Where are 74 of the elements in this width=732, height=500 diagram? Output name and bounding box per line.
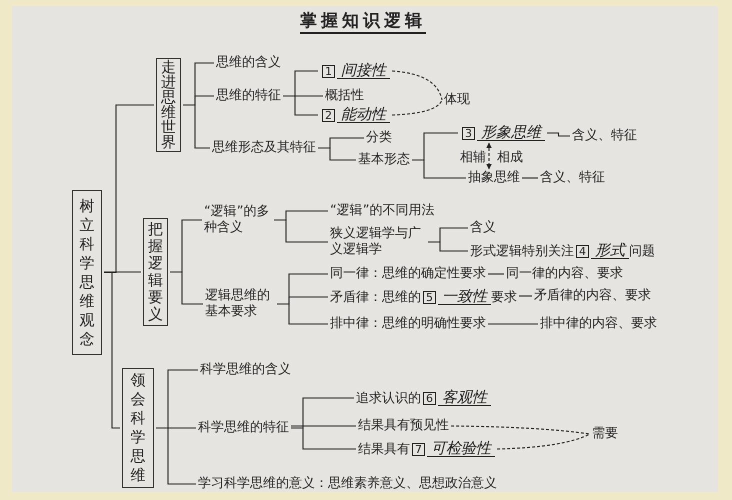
topic-text: 体现 [444, 92, 470, 108]
topic-text: “逻辑”的多种含义 [204, 204, 272, 236]
topic-text: 含义、特征 [540, 170, 605, 186]
topic-text: 含义、特征 [572, 128, 637, 144]
topic-text: 含义 [470, 220, 496, 236]
topic-box: 领会科学思维 [122, 368, 154, 488]
connector-line [412, 159, 466, 179]
title: 掌握知识逻辑 [300, 10, 426, 34]
topic-text: 科学思维的含义 [200, 362, 291, 378]
topic-text: 狭义逻辑学与广义逻辑学 [330, 226, 426, 258]
connector-line [451, 425, 590, 435]
topic-text: 学习科学思维的意义：思维素养意义、思想政治意义 [198, 476, 497, 492]
connector-line [488, 323, 538, 325]
connector-line [519, 295, 532, 297]
arrow [486, 142, 492, 170]
topic-text: 形式逻辑特别关注 [470, 244, 574, 259]
connector-line [392, 70, 443, 100]
connector-line [488, 273, 504, 275]
topic-text: 科学思维的特征 [198, 420, 289, 436]
connector-line [496, 434, 590, 450]
handwritten-answer: 间接性 [337, 62, 390, 79]
topic-text: 同一律：思维的确定性要求 [330, 266, 486, 282]
topic-text: 概括性 [325, 88, 364, 104]
topic-text: 抽象思维 [468, 170, 520, 186]
topic-text: 要求 [491, 290, 517, 305]
number-box: 4 [576, 245, 589, 258]
handwritten-answer: 客观性 [438, 389, 491, 406]
number-box: 1 [322, 65, 335, 78]
topic-text: 结果具有 [358, 442, 410, 457]
topic-text: 思维的特征 [216, 88, 281, 104]
connector-line [428, 241, 468, 252]
connector-line [156, 427, 196, 485]
connector-line [291, 425, 356, 427]
topic-text: 矛盾律的内容、要求 [534, 288, 651, 304]
topic-text: 思维的含义 [216, 55, 281, 71]
topic-text: 排中律：思维的明确性要求 [330, 316, 486, 332]
topic-box: 走进思维世界 [156, 58, 181, 152]
handwritten-answer: 能动性 [337, 106, 390, 123]
label-text: 相辅 [460, 150, 486, 166]
topic-text: 基本形态 [358, 152, 410, 168]
handwritten-answer: 一致性 [438, 288, 491, 305]
connector-line [277, 303, 328, 325]
number-box: 5 [423, 291, 436, 304]
handwritten-answer: 可检验性 [427, 440, 495, 457]
number-box: 6 [423, 392, 436, 405]
topic-text: “逻辑”的不同用法 [330, 203, 434, 219]
topic-box: 树立科学思维观念 [72, 190, 102, 355]
connector-line [283, 95, 318, 116]
topic-text: 追求认识的 [356, 391, 421, 406]
topic-box: 把握逻辑要义 [143, 218, 168, 326]
topic-text: 问题 [629, 244, 655, 259]
connector-line [547, 132, 570, 137]
connector-line [104, 271, 141, 273]
connector-line [104, 272, 120, 429]
topic-text: 分类 [366, 130, 392, 146]
handwritten-answer: 形式 [591, 242, 629, 259]
connector-line [522, 177, 538, 179]
connector-line [170, 271, 203, 305]
number-box: 2 [322, 109, 335, 122]
label-text: 相成 [497, 150, 523, 166]
connector-line [183, 104, 210, 149]
number-box: 3 [462, 127, 475, 140]
topic-text: 矛盾律：思维的 [330, 290, 421, 305]
connector-line [318, 147, 356, 161]
topic-text: 排中律的内容、要求 [540, 316, 657, 332]
topic-text: 思维形态及其特征 [212, 140, 316, 156]
topic-text: 同一律的内容、要求 [506, 266, 623, 282]
connector-line [392, 100, 442, 116]
handwritten-answer: 形象思维 [477, 124, 545, 141]
topic-text: 逻辑思维的基本要求 [205, 288, 275, 320]
connector-line [274, 219, 328, 243]
topic-text: 需要 [592, 426, 618, 442]
number-box: 7 [412, 443, 425, 456]
topic-text: 结果具有预见性 [358, 418, 449, 434]
